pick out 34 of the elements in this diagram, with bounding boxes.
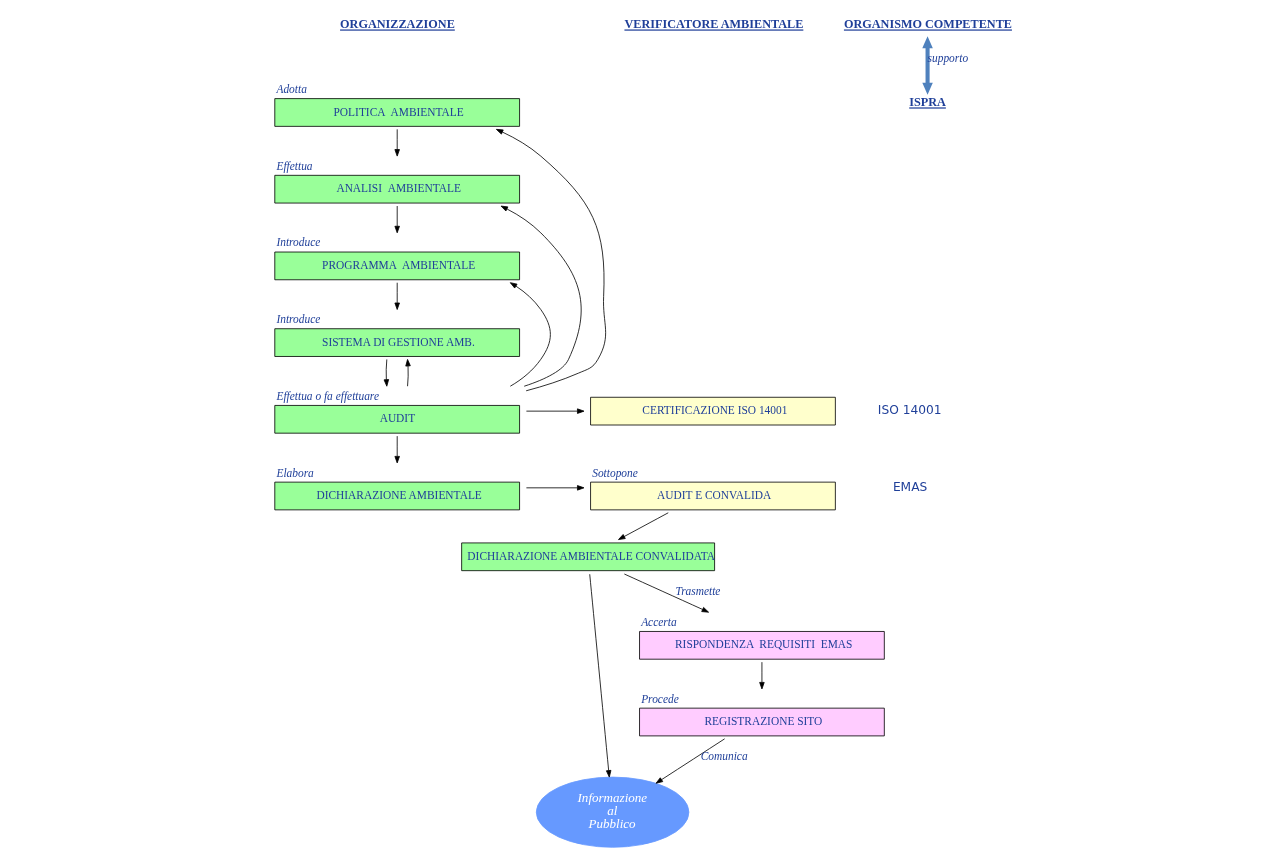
label: EMAS bbox=[892, 479, 927, 494]
node-label: Effettua bbox=[275, 159, 313, 172]
node-label: Introduce bbox=[275, 313, 320, 326]
edge-label: Comunica bbox=[700, 750, 748, 763]
node-text: ORGANISMO COMPETENTE bbox=[843, 17, 1012, 32]
node-label: Sottopone bbox=[591, 466, 638, 479]
arrow bbox=[383, 359, 389, 387]
node-label: Introduce bbox=[275, 236, 320, 249]
node-label: Procede bbox=[640, 692, 679, 705]
arrow bbox=[921, 36, 933, 95]
label: ISO 14001 bbox=[877, 403, 942, 417]
arrow bbox=[655, 738, 725, 784]
arrow bbox=[394, 435, 400, 464]
arrow bbox=[617, 512, 669, 540]
arrow bbox=[509, 282, 551, 387]
node-text: ISPRA bbox=[908, 95, 946, 110]
arrow bbox=[525, 408, 584, 414]
node-label: Effettua o fa effettuare bbox=[275, 389, 379, 402]
node-label: Adotta bbox=[275, 83, 307, 96]
arrow bbox=[623, 573, 709, 613]
arrow bbox=[394, 282, 400, 310]
arrow bbox=[525, 485, 584, 491]
arrow bbox=[495, 128, 606, 392]
arrow bbox=[394, 205, 400, 234]
label: ORGANIZZAZIONE bbox=[339, 17, 455, 32]
node-label: Accerta bbox=[640, 615, 677, 628]
arrow bbox=[588, 573, 611, 778]
edge-label: Trasmette bbox=[674, 585, 720, 598]
node-label: Elabora bbox=[275, 466, 314, 479]
arrow bbox=[394, 128, 400, 157]
arrow bbox=[500, 205, 582, 387]
arrow bbox=[404, 359, 411, 387]
label: VERIFICATORE AMBIENTALE bbox=[623, 17, 803, 32]
arrow bbox=[758, 661, 765, 690]
